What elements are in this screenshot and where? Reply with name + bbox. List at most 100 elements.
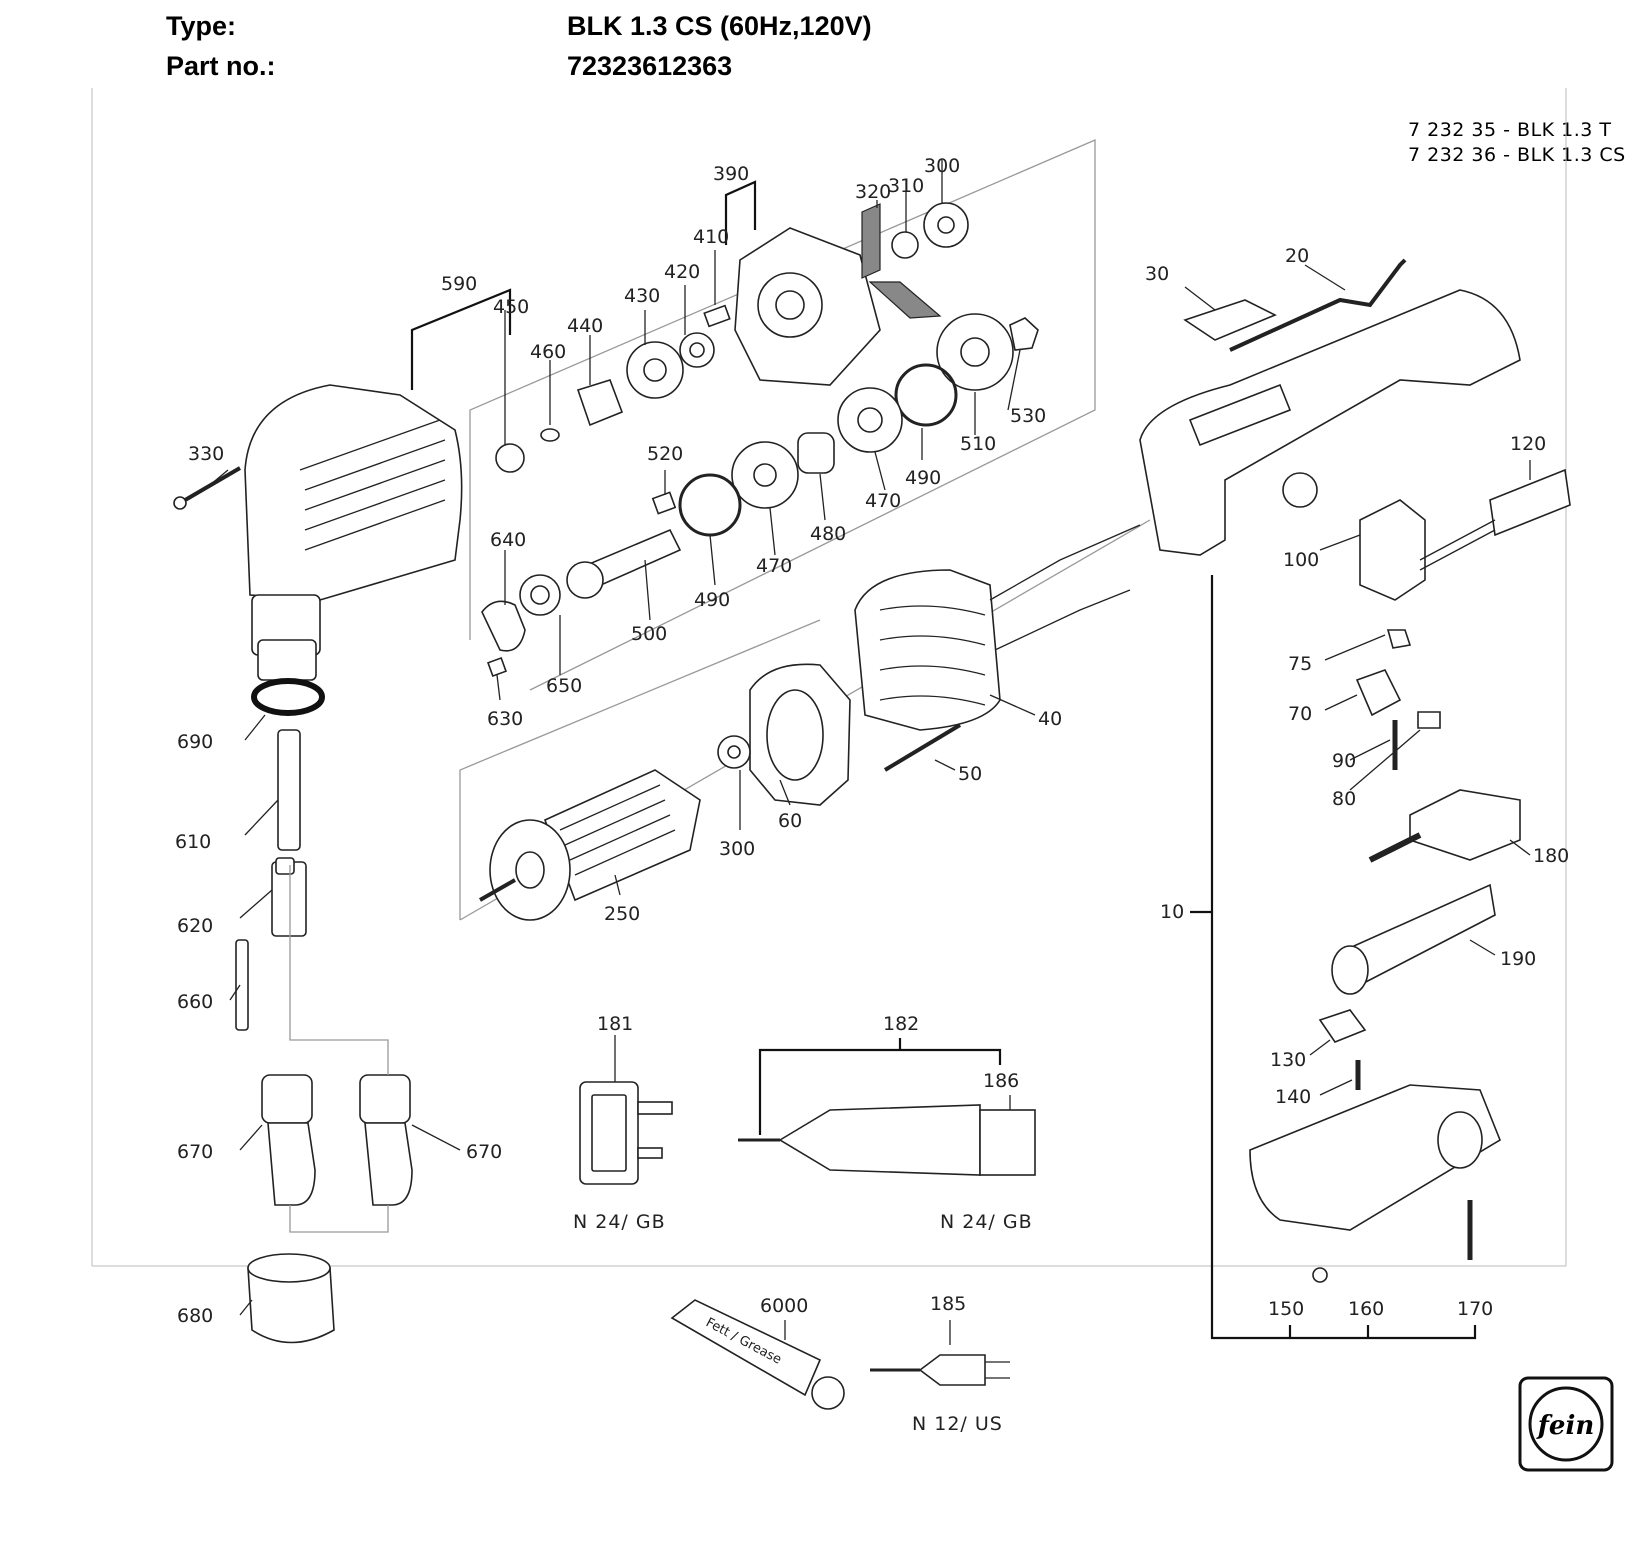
bracket-390 (724, 180, 757, 245)
type-value: BLK 1.3 CS (60Hz,120V) (567, 11, 872, 41)
wire-20-cover-30 (1183, 258, 1407, 352)
part-label: 630 (487, 708, 523, 730)
plug-region-labels: N 24/ GB N 24/ GB N 12/ US (573, 1211, 1033, 1435)
part-label: 250 (604, 903, 640, 925)
part-label: 460 (530, 341, 566, 363)
part-label: 180 (1533, 845, 1569, 867)
parts-70-75-80-90 (1355, 629, 1441, 770)
plug-185 (870, 1354, 1010, 1386)
pin-660 (235, 939, 249, 1031)
part-label: 120 (1510, 433, 1546, 455)
part-label: 670 (466, 1141, 502, 1163)
o-ring-690 (251, 678, 325, 716)
punch-610 (277, 729, 301, 851)
plug-label-185: N 12/ US (912, 1413, 1003, 1435)
part-no-label: Part no.: (166, 51, 276, 81)
leader-lines (209, 160, 1531, 1345)
part-label: 470 (756, 555, 792, 577)
part-label: 650 (546, 675, 582, 697)
part-label: 620 (177, 915, 213, 937)
plug-186 (738, 1104, 1036, 1176)
bearings-470-480-490 (678, 363, 958, 537)
part-label: 530 (1010, 405, 1046, 427)
part-label: 10 (1160, 901, 1184, 923)
part-label: 150 (1268, 1298, 1304, 1320)
part-label: 590 (441, 273, 477, 295)
part-label: 490 (905, 467, 941, 489)
part-label: 430 (624, 285, 660, 307)
punch-holder-620 (271, 857, 307, 937)
part-label: 170 (1457, 1298, 1493, 1320)
part-label: 410 (693, 226, 729, 248)
part-labels: 20 30 40 50 60 70 75 80 90 10 100 120 13… (175, 155, 1569, 1327)
bracket-10 (1190, 575, 1477, 1340)
part-label: 160 (1348, 1298, 1384, 1320)
bracket-182 (758, 1038, 1002, 1135)
part-label: 140 (1275, 1086, 1311, 1108)
screw-330 (173, 466, 242, 510)
part-label: 100 (1283, 549, 1319, 571)
part-label: 60 (778, 810, 802, 832)
part-label: 330 (188, 443, 224, 465)
part-label: 670 (177, 1141, 213, 1163)
part-label: 186 (983, 1070, 1019, 1092)
armature-250 (479, 769, 701, 921)
gear-510-ring-530 (936, 313, 1039, 391)
part-label: 300 (719, 838, 755, 860)
drawing-frame (91, 88, 1567, 1267)
part-label: 660 (177, 991, 213, 1013)
part-label: 520 (647, 443, 683, 465)
switch-100-capacitor-120 (1359, 468, 1571, 601)
bracket-590 (410, 288, 512, 390)
part-label: 640 (490, 529, 526, 551)
handle-cover-150 (1249, 1084, 1501, 1231)
part-label: 690 (177, 731, 213, 753)
part-label: 510 (960, 433, 996, 455)
part-label: 190 (1500, 948, 1536, 970)
part-label: 75 (1288, 653, 1312, 675)
part-label: 80 (1332, 788, 1356, 810)
parts-630-640-650 (481, 574, 561, 677)
part-label: 6000 (760, 1295, 808, 1317)
part-label: 450 (493, 296, 529, 318)
bearings-300-310-320 (861, 202, 969, 319)
part-label: 440 (567, 315, 603, 337)
plug-label-181: N 24/ GB (573, 1211, 666, 1233)
field-coil-stator-40 (854, 524, 1141, 731)
part-label: 420 (664, 261, 700, 283)
parts-130-140 (1318, 1009, 1367, 1090)
small-parts-400s (495, 304, 731, 473)
part-label: 490 (694, 589, 730, 611)
ring-60-bearing-300 (717, 663, 851, 806)
gear-cover-390 (734, 227, 881, 386)
screws-160-170 (1312, 1200, 1473, 1283)
part-label: 500 (631, 623, 667, 645)
gear-head-housing (244, 384, 463, 681)
part-label: 480 (810, 523, 846, 545)
fein-logo: fein (1518, 1376, 1614, 1472)
part-label: 70 (1288, 703, 1312, 725)
plug-label-186: N 24/ GB (940, 1211, 1033, 1233)
part-label: 610 (175, 831, 211, 853)
tie-lines-670 (289, 865, 389, 1233)
part-label: 30 (1145, 263, 1169, 285)
part-label: 320 (855, 181, 891, 203)
nut-680 (247, 1253, 335, 1344)
grease-tube-6000: Fett / Grease (670, 1299, 845, 1410)
motor-housing-10 (1139, 289, 1521, 556)
variant-line-2: 7 232 36 - BLK 1.3 CS (1408, 144, 1626, 166)
plug-181 (579, 1081, 673, 1185)
part-label: 130 (1270, 1049, 1306, 1071)
cable-clamp-180-190 (1331, 789, 1521, 995)
part-label: 390 (713, 163, 749, 185)
shaft-500-520 (566, 491, 682, 599)
part-label: 310 (888, 175, 924, 197)
variant-line-1: 7 232 35 - BLK 1.3 T (1408, 119, 1612, 141)
part-label: 90 (1332, 750, 1356, 772)
part-label: 40 (1038, 708, 1062, 730)
type-label: Type: (166, 11, 237, 41)
part-label: 185 (930, 1293, 966, 1315)
part-label: 470 (865, 490, 901, 512)
part-label: 50 (958, 763, 982, 785)
